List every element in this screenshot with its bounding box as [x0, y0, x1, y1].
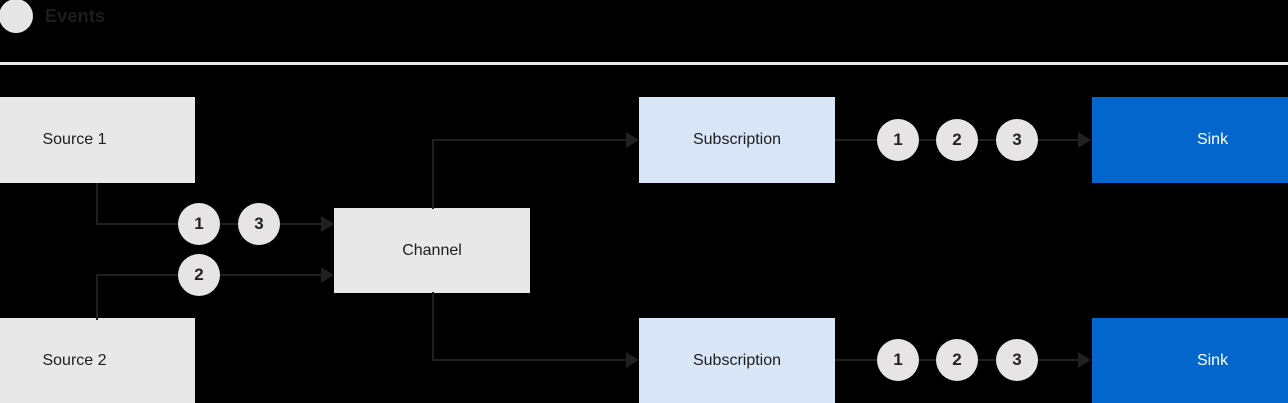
edge-source1-channel-vertical: [96, 183, 98, 225]
event-token-label: 1: [893, 130, 903, 149]
node-source-2[interactable]: Source 2: [0, 318, 195, 403]
edge-subscription1-sink1-arrowhead: [1078, 132, 1091, 148]
node-subscription-2[interactable]: Subscription: [639, 318, 835, 403]
event-token: 3: [238, 203, 280, 245]
page-title: Events: [45, 6, 106, 26]
edge-channel-subscription1-arrowhead: [626, 132, 639, 148]
node-label: Subscription: [692, 131, 782, 148]
node-label: Subscription: [692, 352, 782, 369]
edge-channel-subscription1-vertical: [432, 139, 434, 209]
event-token-label: 3: [1012, 130, 1022, 149]
event-token: 1: [877, 339, 919, 381]
node-sink-2[interactable]: Sink: [1092, 318, 1288, 403]
header-divider: [0, 62, 1288, 65]
node-label: Sink: [1196, 352, 1229, 369]
event-token: 1: [178, 203, 220, 245]
event-token-label: 1: [893, 350, 903, 369]
event-token: 3: [996, 339, 1038, 381]
edge-source2-channel-arrowhead: [321, 267, 334, 283]
node-label: Sink: [1196, 131, 1229, 148]
edge-channel-subscription2-vertical: [432, 292, 434, 361]
event-token: 2: [178, 254, 220, 296]
event-token: 3: [996, 119, 1038, 161]
edge-subscription2-sink2-arrowhead: [1078, 352, 1091, 368]
edge-channel-subscription2-arrowhead: [626, 352, 639, 368]
edge-channel-subscription2-horizontal: [432, 359, 626, 361]
event-token-label: 3: [254, 214, 264, 233]
node-label: Channel: [402, 241, 462, 259]
node-label: Source 1: [42, 131, 107, 148]
event-token-label: 2: [194, 265, 204, 284]
node-subscription-1[interactable]: Subscription: [639, 97, 835, 183]
event-token: 2: [936, 119, 978, 161]
event-token: 2: [936, 339, 978, 381]
node-channel[interactable]: Channel: [334, 208, 530, 293]
node-source-1[interactable]: Source 1: [0, 97, 195, 183]
edge-source1-channel-arrowhead: [321, 216, 334, 232]
event-token-label: 1: [194, 214, 204, 233]
edge-channel-subscription1-horizontal: [432, 139, 626, 141]
event-token: 1: [877, 119, 919, 161]
event-token-label: 3: [1012, 350, 1022, 369]
node-sink-1[interactable]: Sink: [1092, 97, 1288, 183]
edge-source2-channel-vertical: [96, 274, 98, 320]
event-token-label: 2: [952, 130, 962, 149]
node-label: Source 2: [42, 352, 107, 369]
circle-icon: [0, 0, 33, 33]
event-token-label: 2: [952, 350, 962, 369]
